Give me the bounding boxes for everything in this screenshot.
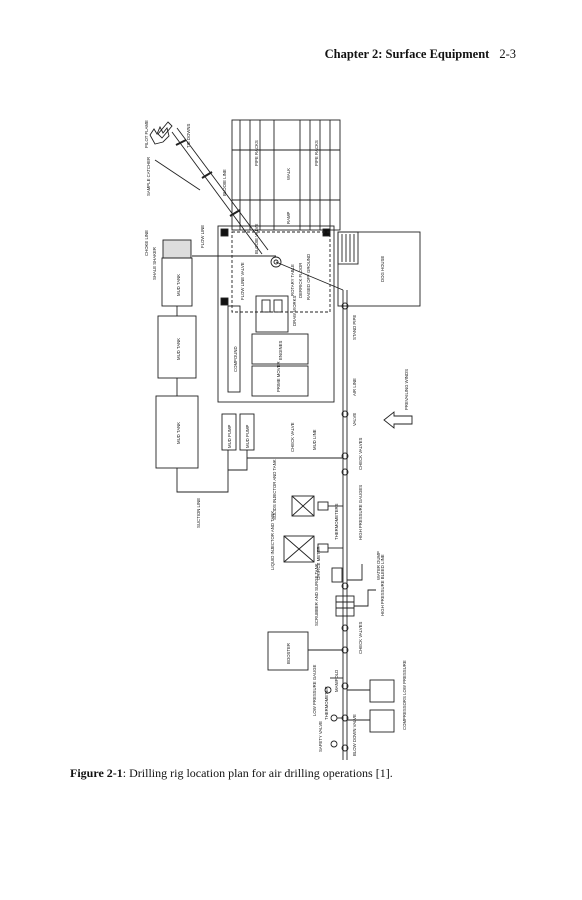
sample-line — [154, 159, 201, 191]
safety-valve — [330, 740, 338, 748]
air-line — [275, 261, 348, 760]
figure-caption-text: : Drilling rig location plan for air dri… — [122, 766, 393, 780]
page-number: 2-3 — [499, 47, 516, 61]
figure-label: Figure 2-1 — [70, 766, 123, 780]
label-safety-valve: SAFETY VALVE — [318, 721, 323, 752]
shale-shaker — [162, 239, 192, 259]
label-blooie-valve: BLOOIE VALVE — [254, 223, 259, 254]
label-manifold: MANIFOLD — [334, 670, 339, 692]
figure-caption: Figure 2-1: Drilling rig location plan f… — [70, 766, 530, 781]
label-derrick-floor: DERRICK FLOOR — [298, 263, 303, 298]
label-compound: COMPOUND — [233, 346, 238, 372]
liquid-injector — [283, 535, 343, 563]
label-flow-line-valve: FLOW LINE VALVE — [240, 262, 245, 300]
label-thermometer: THERMOMETER — [324, 686, 329, 720]
label-dog-house: DOG HOUSE — [380, 256, 385, 282]
label-low-pressure-gauge: LOW PRESSURE GAUGE — [312, 665, 317, 716]
running-header: Chapter 2: Surface Equipment 2-3 — [325, 47, 516, 62]
suction-line — [176, 450, 229, 493]
label-check-valves-1: CHECK VALVES — [358, 438, 363, 470]
label-draw-works: DRAW WORKS — [292, 295, 297, 326]
label-blow-down-valve: BLOW DOWN VALVE — [352, 714, 357, 756]
label-blooie-line: BLOOIE LINE — [222, 169, 227, 196]
engines — [251, 333, 309, 365]
label-solids-injector: SOLIDS INJECTOR AND TANK — [272, 459, 277, 520]
label-mud-tank-2: MUD TANK — [176, 338, 181, 360]
compound — [227, 305, 241, 393]
label-scrubber: SCRUBBER AND SURGE TANK — [314, 563, 319, 626]
label-engines: ENGINES — [278, 341, 283, 360]
label-shale-shaker: SHALE SHAKER — [152, 247, 157, 280]
dog-house — [337, 231, 421, 307]
pipe-racks — [231, 119, 341, 231]
water-dump — [347, 564, 363, 581]
booster — [267, 631, 309, 671]
label-high-pressure-bleed: HIGH PRESSURE BLEED LINE — [380, 554, 385, 616]
pilot-flame-icon — [149, 121, 173, 145]
label-liquid-injector: LIQUID INJECTOR AND TANK — [270, 511, 275, 570]
low-pressure-gauge — [330, 714, 338, 722]
label-compressors: COMPRESSORS LOW PRESSURE — [402, 660, 407, 730]
label-ramp: RAMP — [286, 211, 291, 224]
label-mud-tank-1: MUD TANK — [176, 274, 181, 296]
compressor-1 — [369, 679, 395, 703]
label-rotary-table: ROTARY TABLE — [290, 264, 295, 296]
label-pilot-flame: PILOT FLAME — [144, 120, 149, 148]
label-tie-downs: TIE DOWNS — [186, 124, 191, 148]
label-mud-pump-1: MUD PUMP — [227, 424, 232, 448]
label-pipe-racks-1: PIPE RACKS — [254, 140, 259, 166]
chapter-title: Chapter 2: Surface Equipment — [324, 47, 490, 61]
label-air-line: AIR LINE — [352, 378, 357, 396]
label-water-dump: WATER DUMP — [376, 551, 381, 580]
label-sample-catcher: SAMPLE CATCHER — [146, 157, 151, 196]
label-high-pressure-gauges: HIGH PRESSURE GAUGES — [358, 485, 363, 540]
compressor-2 — [369, 709, 395, 733]
label-booster: BOOSTER — [286, 643, 291, 664]
label-stand-pipe: STAND PIPE — [352, 315, 357, 340]
label-walk: WALK — [286, 168, 291, 180]
figure-labels: PILOT FLAME TIE DOWNS SAMPLE CATCHER BLO… — [144, 120, 409, 756]
label-check-valve: CHECK VALVE — [290, 422, 295, 452]
draw-works — [255, 295, 289, 333]
label-orifice-meter: ORIFICE METER — [316, 546, 321, 580]
solids-injector — [291, 495, 343, 517]
label-thermometers: THERMOMETERS — [334, 503, 339, 540]
label-raised-off-ground: RAISED OFF GROUND — [306, 254, 311, 300]
label-prime-mover: PRIME MOVER — [276, 361, 281, 392]
label-check-valves-2: CHECK VALVES — [358, 622, 363, 654]
label-valve: VALVE — [352, 413, 357, 426]
scrubber-tank — [335, 589, 376, 617]
prevailing-winds-arrow-icon — [383, 411, 413, 429]
label-pipe-racks-2: PIPE RACKS — [314, 140, 319, 166]
orifice-meter — [331, 567, 343, 583]
label-mud-line: MUD LINE — [312, 429, 317, 450]
label-prevailing-winds: PREVAILING WINDS — [404, 369, 409, 410]
label-flow-line: FLOW LINE — [200, 225, 205, 248]
label-mud-pump-2: MUD PUMP — [245, 424, 250, 448]
air-line-valves — [341, 302, 349, 752]
label-choke-line: CHOKE LINE — [144, 230, 149, 256]
mud-pump-1 — [221, 413, 237, 451]
label-mud-tank-3: MUD TANK — [176, 422, 181, 444]
thermometer — [324, 686, 332, 694]
prime-mover — [251, 365, 309, 397]
label-suction-line: SUCTION LINE — [196, 498, 201, 528]
